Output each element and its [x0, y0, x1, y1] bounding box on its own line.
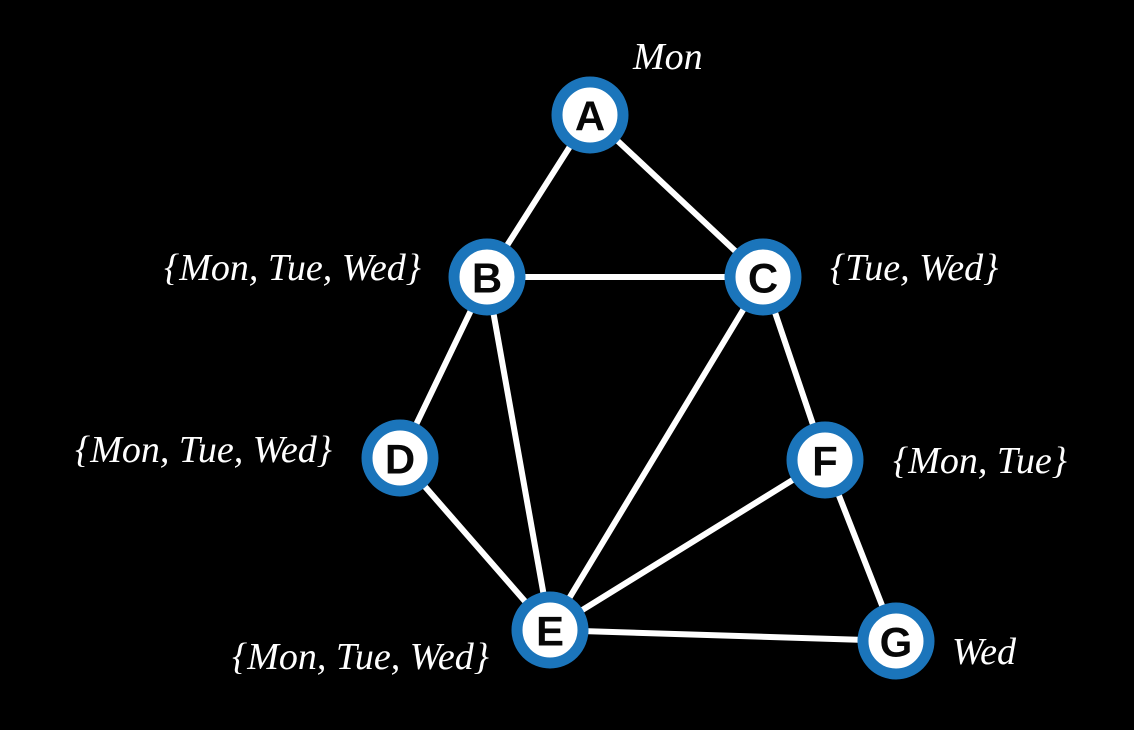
node-F-domain-label: {Mon, Tue}: [893, 440, 1067, 482]
node-D: D: [361, 419, 439, 497]
node-C-domain-label: {Tue, Wed}: [830, 247, 998, 289]
edge-E-G: [547, 627, 899, 644]
node-E-domain-label: {Mon, Tue, Wed}: [232, 636, 489, 678]
node-G: G: [857, 602, 935, 680]
node-D-circle: [361, 419, 439, 497]
node-C: C: [724, 238, 802, 316]
node-E: E: [511, 591, 589, 669]
node-D-letter: D: [385, 436, 415, 483]
node-G-domain-label: Wed: [952, 631, 1017, 673]
node-E-letter: E: [536, 608, 564, 655]
edge-B-E: [484, 274, 553, 633]
node-A: A: [551, 76, 629, 154]
node-D-domain-label: {Mon, Tue, Wed}: [75, 429, 332, 471]
node-E-circle: [511, 591, 589, 669]
node-B-circle: [448, 238, 526, 316]
edge-E-F: [547, 457, 828, 633]
edge-C-E: [547, 274, 766, 633]
edge-A-C: [587, 112, 766, 280]
node-F: F: [786, 421, 864, 499]
node-C-letter: C: [748, 255, 778, 302]
node-A-domain-label: Mon: [632, 36, 703, 78]
node-F-letter: F: [812, 438, 838, 485]
node-B-domain-label: {Mon, Tue, Wed}: [164, 247, 421, 289]
node-B: B: [448, 238, 526, 316]
node-B-letter: B: [472, 255, 502, 302]
node-C-circle: [724, 238, 802, 316]
node-A-letter: A: [575, 93, 605, 140]
node-G-circle: [857, 602, 935, 680]
node-A-circle: [551, 76, 629, 154]
node-F-circle: [786, 421, 864, 499]
node-G-letter: G: [880, 619, 913, 666]
